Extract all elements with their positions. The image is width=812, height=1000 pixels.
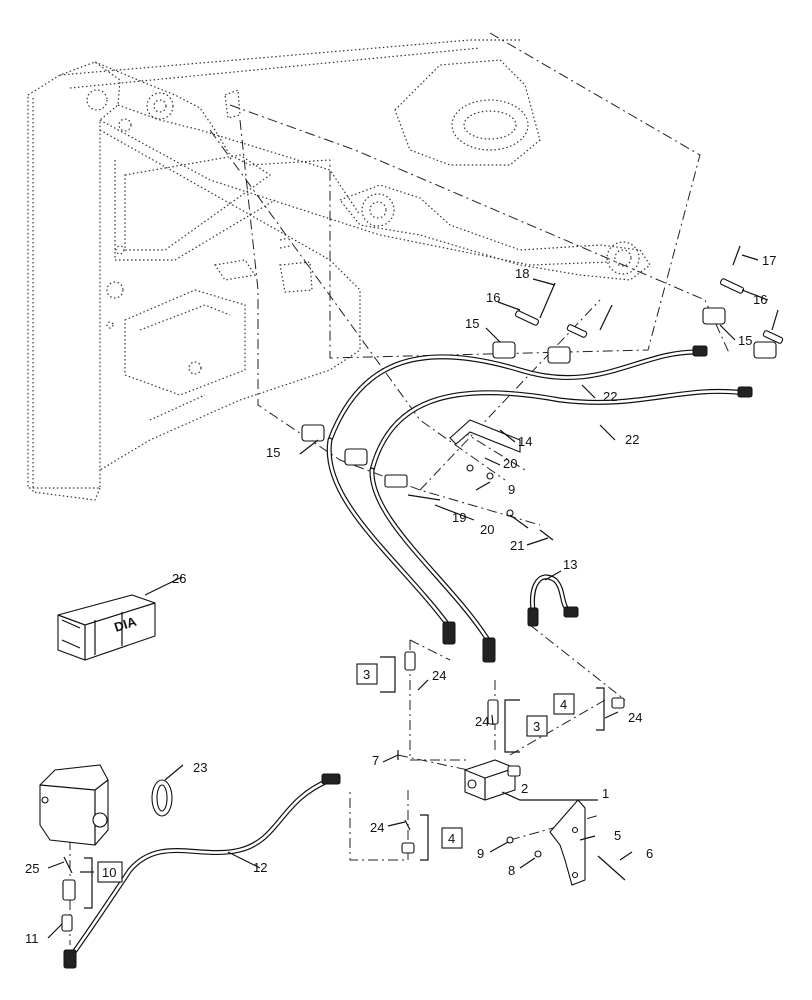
callout-15: 15 xyxy=(738,333,752,348)
callout-15: 15 xyxy=(465,316,479,331)
callout-2: 2 xyxy=(521,781,528,796)
callout-9: 9 xyxy=(477,846,484,861)
callout-box-3: 3 xyxy=(533,719,540,734)
bracket-1 xyxy=(506,799,626,886)
callout-6: 6 xyxy=(646,846,653,861)
callout-16: 16 xyxy=(486,290,500,305)
callout-20: 20 xyxy=(480,522,494,537)
callout-21: 21 xyxy=(510,538,524,553)
callout-24: 24 xyxy=(370,820,384,835)
hose-22-pair xyxy=(327,345,753,473)
callout-20: 20 xyxy=(503,456,517,471)
callout-box-10: 10 xyxy=(102,865,116,880)
callout-11: 11 xyxy=(25,931,39,946)
callout-13: 13 xyxy=(563,557,577,572)
boxed-callouts: 3 3 4 4 10 xyxy=(97,663,575,883)
valve-block xyxy=(39,764,109,932)
clamp-23 xyxy=(151,779,173,817)
callout-18: 18 xyxy=(515,266,529,281)
callout-17: 17 xyxy=(762,253,776,268)
callout-9: 9 xyxy=(508,482,515,497)
hose-12 xyxy=(63,773,341,969)
clamps xyxy=(301,245,784,501)
callout-24: 24 xyxy=(475,714,489,729)
callout-23: 23 xyxy=(193,760,207,775)
callout-box-3: 3 xyxy=(363,667,370,682)
callout-24: 24 xyxy=(432,668,446,683)
callout-5: 5 xyxy=(614,828,621,843)
hose-13 xyxy=(527,574,579,627)
loader-frame xyxy=(27,39,651,501)
callout-16: 16 xyxy=(753,292,767,307)
kit-box-text: DIA xyxy=(112,613,139,634)
callout-14: 14 xyxy=(518,434,532,449)
callout-8: 8 xyxy=(508,863,515,878)
callout-1: 1 xyxy=(602,786,609,801)
callout-22: 22 xyxy=(603,389,617,404)
leader-lines xyxy=(69,32,731,945)
long-hoses xyxy=(326,437,496,663)
callout-leaders xyxy=(47,254,769,939)
callout-25: 25 xyxy=(25,861,39,876)
kit-box-26: DIA xyxy=(57,594,156,661)
callout-box-4: 4 xyxy=(560,697,567,712)
callout-24: 24 xyxy=(628,710,642,725)
callout-box-4: 4 xyxy=(448,831,455,846)
callout-12: 12 xyxy=(253,860,267,875)
valve-2 xyxy=(397,651,625,854)
callouts: 18 16 15 17 16 15 15 22 22 14 20 9 19 20… xyxy=(25,253,776,946)
callout-26: 26 xyxy=(172,571,186,586)
callout-15: 15 xyxy=(266,445,280,460)
callout-22: 22 xyxy=(625,432,639,447)
bracket-14 xyxy=(449,419,554,541)
callout-19: 19 xyxy=(452,510,466,525)
callout-7: 7 xyxy=(372,753,379,768)
